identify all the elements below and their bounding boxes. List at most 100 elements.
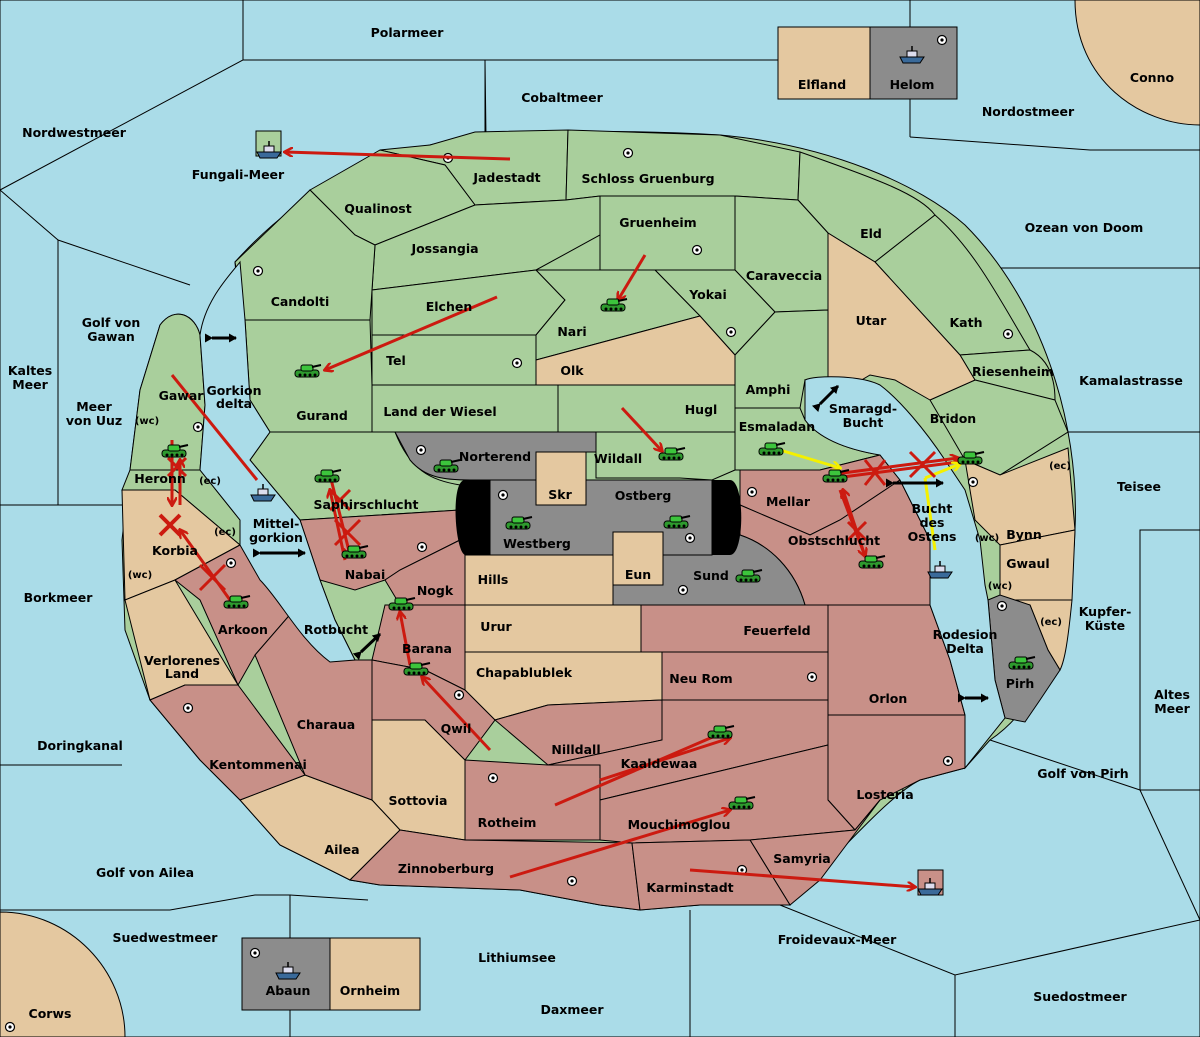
province-label: Skr bbox=[548, 487, 572, 502]
island-label: Elfland bbox=[798, 77, 846, 92]
province-label: Arkoon bbox=[218, 622, 268, 637]
sea-label: Meer bbox=[1154, 701, 1190, 716]
supply-center-icon bbox=[487, 772, 499, 784]
province-label: Esmaladan bbox=[739, 419, 815, 434]
connection-arrow bbox=[811, 384, 840, 413]
failed-mark-icon bbox=[198, 563, 227, 592]
sea-label: Nordostmeer bbox=[982, 104, 1075, 119]
province-label: Jossangia bbox=[410, 241, 478, 256]
sea-label: Meer bbox=[76, 399, 112, 414]
sea-label: Corws bbox=[29, 1006, 72, 1021]
sea-label: Nordwestmeer bbox=[22, 125, 127, 140]
ornheim-province[interactable] bbox=[329, 937, 421, 1011]
supply-center-icon bbox=[252, 265, 264, 277]
sea-label: Rotbucht bbox=[304, 622, 368, 637]
land-labels: Jadestadt Schloss Gruenburg Qualinost Gr… bbox=[134, 170, 1054, 895]
province-label: Amphi bbox=[746, 382, 791, 397]
supply-center-icon bbox=[4, 1021, 16, 1033]
coast-label: (wc) bbox=[975, 533, 999, 544]
kentommenai-province[interactable] bbox=[149, 684, 306, 801]
province-label: Nabai bbox=[345, 567, 386, 582]
supply-center-icon bbox=[806, 671, 818, 683]
province-label: Saphirschlucht bbox=[314, 497, 419, 512]
sea-label: Kupfer- bbox=[1079, 604, 1132, 619]
island-label: Helom bbox=[890, 77, 935, 92]
supply-center-icon bbox=[182, 702, 194, 714]
province-label: Hills bbox=[478, 572, 509, 587]
province-label: Karminstadt bbox=[646, 880, 733, 895]
province-label: Eld bbox=[860, 226, 882, 241]
province-label: Orlon bbox=[869, 691, 908, 706]
karminstadt-province[interactable] bbox=[631, 839, 791, 911]
failed-mark-icon bbox=[328, 488, 352, 512]
sea-label: Doringkanal bbox=[37, 738, 123, 753]
gorkion-channel[interactable] bbox=[199, 260, 356, 663]
move-order-arrow bbox=[835, 460, 959, 478]
province-label: Gawar bbox=[159, 388, 205, 403]
coast-label: (wc) bbox=[135, 416, 159, 427]
province-label: Barana bbox=[402, 641, 452, 656]
sea-label: Golf von bbox=[82, 315, 141, 330]
province-label: Kentommenai bbox=[209, 757, 307, 772]
sea-label: Suedwestmeer bbox=[113, 930, 219, 945]
canal-connections bbox=[205, 333, 989, 703]
support-order-line bbox=[170, 374, 259, 481]
sea-label: Daxmeer bbox=[540, 1002, 604, 1017]
corws-province[interactable] bbox=[0, 911, 126, 1037]
eastern-channel[interactable] bbox=[804, 376, 1006, 770]
sea-label: Küste bbox=[1085, 618, 1125, 633]
conno-province[interactable] bbox=[1074, 0, 1200, 126]
move-order-arrow bbox=[400, 612, 412, 666]
supply-center-icon bbox=[192, 421, 204, 433]
sea-label: gorkion bbox=[249, 530, 303, 545]
province-label: Sund bbox=[693, 568, 729, 583]
sea-label: Rodesion bbox=[933, 627, 998, 642]
coast-labels: (wc) (ec) (ec) (wc) (ec) (wc) (wc) (ec) bbox=[128, 416, 1071, 628]
support-order-arrow bbox=[779, 448, 840, 468]
failed-mark-icon bbox=[863, 459, 887, 486]
province-label: Zinnoberburg bbox=[398, 861, 494, 876]
province-label: Verlorenes bbox=[144, 653, 220, 668]
sea-label: Kaltes bbox=[8, 363, 52, 378]
green-provinces bbox=[121, 129, 1069, 547]
sea-label: Lithiumsee bbox=[478, 950, 556, 965]
sea-labels: Polarmeer Cobaltmeer Nordwestmeer Nordos… bbox=[8, 25, 1191, 1021]
connection-arrow bbox=[352, 632, 382, 661]
province-label: Gurand bbox=[296, 408, 348, 423]
move-order-arrow bbox=[843, 490, 867, 557]
move-order-arrow bbox=[330, 490, 347, 561]
province-label: Nilldall bbox=[551, 742, 600, 757]
sea-label: Polarmeer bbox=[371, 25, 445, 40]
island-label: Abaun bbox=[266, 983, 311, 998]
supply-center-icon bbox=[996, 600, 1008, 612]
province-label: Candolti bbox=[271, 294, 330, 309]
province-label: Land der Wiesel bbox=[383, 404, 496, 419]
sea-label: Altes bbox=[1154, 687, 1190, 702]
province-label: Riesenheim bbox=[972, 364, 1054, 379]
elfland-province[interactable] bbox=[777, 26, 871, 100]
olk-province[interactable] bbox=[535, 315, 736, 386]
province-label: Ostberg bbox=[615, 488, 672, 503]
sea-label: Golf von Pirh bbox=[1037, 766, 1128, 781]
province-label: Wildall bbox=[594, 451, 642, 466]
province-label: Samyria bbox=[773, 851, 831, 866]
supply-center-icon bbox=[453, 689, 465, 701]
supply-center-icon bbox=[725, 326, 737, 338]
province-label: Charaua bbox=[297, 717, 355, 732]
province-label: Chapablublek bbox=[476, 665, 573, 680]
supply-center-icon bbox=[942, 755, 954, 767]
province-label: Obstschlucht bbox=[788, 533, 880, 548]
supply-center-icon bbox=[416, 541, 428, 553]
province-label: Jadestadt bbox=[472, 170, 540, 185]
province-label: Ailea bbox=[324, 842, 359, 857]
utar-province[interactable] bbox=[827, 232, 976, 401]
failed-mark-icon bbox=[166, 456, 188, 478]
province-label: Yokai bbox=[688, 287, 727, 302]
coast-label: (ec) bbox=[1049, 461, 1071, 472]
province-label: Eun bbox=[625, 567, 651, 582]
sea-label: Bucht bbox=[912, 501, 953, 516]
sea-label: Kamalastrasse bbox=[1079, 373, 1183, 388]
gruenheim-province[interactable] bbox=[599, 195, 736, 271]
move-order-arrow bbox=[620, 406, 662, 451]
sea-label: Smaragd- bbox=[829, 401, 897, 416]
